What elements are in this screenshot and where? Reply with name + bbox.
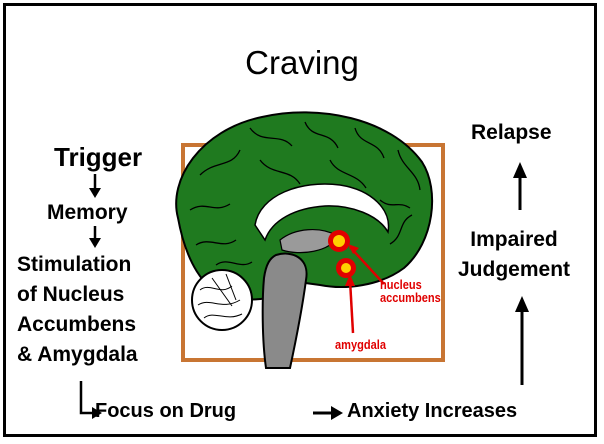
amygdala-pointer: [350, 280, 353, 333]
anxiety-increases-label: Anxiety Increases: [347, 400, 517, 423]
amygdala-callout: amygdala: [335, 337, 386, 352]
stimulation-line: & Amygdala: [17, 340, 138, 370]
cerebellum: [192, 270, 252, 330]
amygdala-core: [341, 263, 351, 273]
impaired-judgement-label: Impaired Judgement: [458, 225, 570, 285]
nucleus-accumbens-callout: nucleus accumbens: [380, 278, 441, 304]
impaired-line: Judgement: [458, 255, 570, 285]
nucleus-callout-line: accumbens: [380, 291, 441, 304]
trigger-label: Trigger: [54, 142, 142, 173]
stimulation-label: Stimulation of Nucleus Accumbens & Amygd…: [17, 250, 138, 370]
memory-label: Memory: [47, 201, 128, 225]
stimulation-line: Stimulation: [17, 250, 138, 280]
stimulation-line: Accumbens: [17, 310, 138, 340]
relapse-label: Relapse: [471, 121, 552, 145]
impaired-line: Impaired: [458, 225, 570, 255]
nucleus-accumbens-core: [333, 235, 345, 247]
stimulation-line: of Nucleus: [17, 280, 138, 310]
brainstem: [263, 254, 307, 368]
focus-on-drug-label: Focus on Drug: [95, 400, 236, 423]
